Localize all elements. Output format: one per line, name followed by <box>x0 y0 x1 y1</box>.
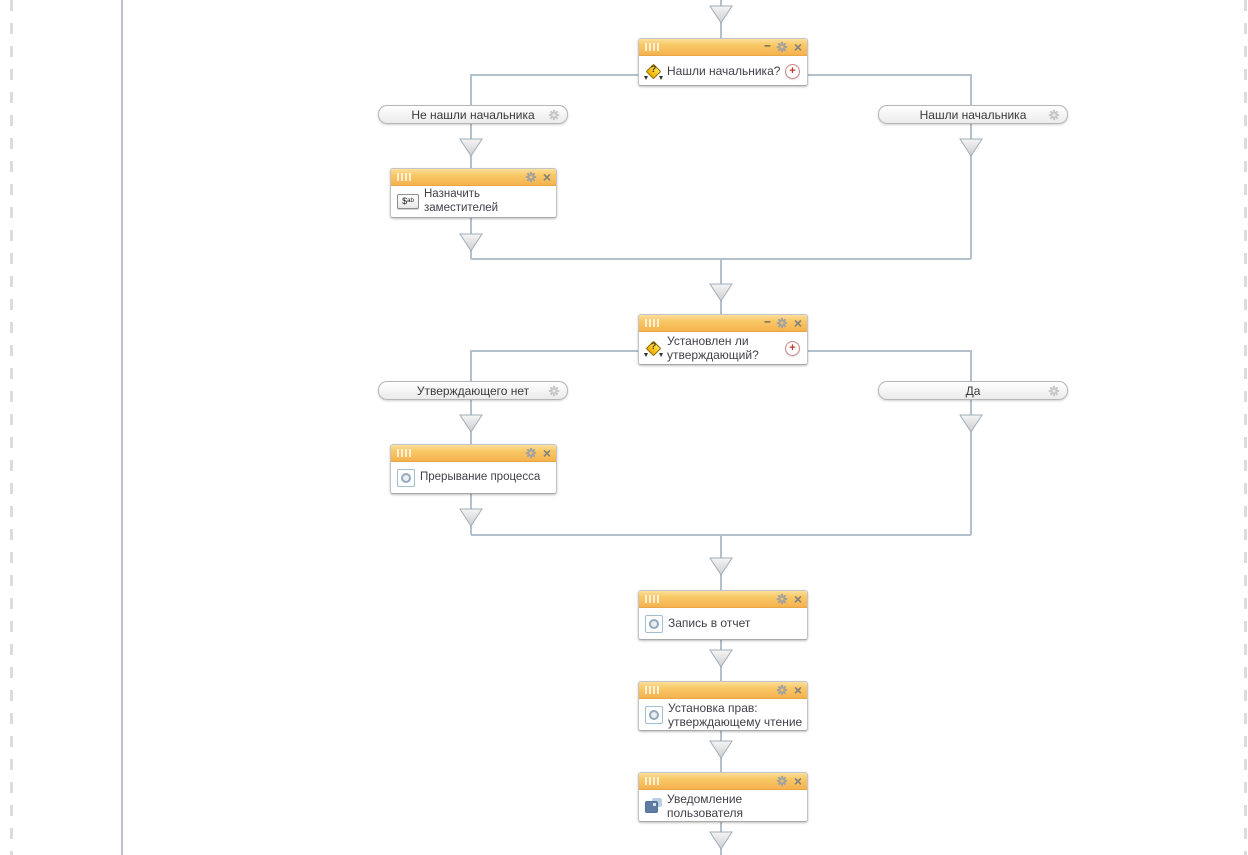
node-body: ? Нашли начальника? + <box>639 56 807 87</box>
add-connection-button[interactable]: + <box>785 340 800 356</box>
arrowhead-icon <box>709 283 733 302</box>
node-title: Установка прав: утверждающему чтение <box>668 701 803 730</box>
drag-grip-icon[interactable] <box>397 173 412 181</box>
flow-node-interrupt-process[interactable]: × Прерывание процесса <box>390 444 557 494</box>
node-body: $ᵃᵇ Назначить заместителей <box>391 186 556 217</box>
connector-line <box>808 74 972 105</box>
decision-icon: ? <box>644 340 663 357</box>
close-button[interactable]: × <box>793 39 802 55</box>
gear-button[interactable] <box>1048 385 1060 397</box>
arrowhead-icon <box>459 233 483 252</box>
notification-icon <box>645 798 662 814</box>
node-titlebar[interactable]: × <box>391 445 556 462</box>
add-connection-button[interactable]: + <box>785 64 800 79</box>
arrowhead-icon <box>709 557 733 576</box>
node-titlebar[interactable]: – × <box>639 314 807 332</box>
node-title: Уведомление пользователя <box>667 792 743 821</box>
close-button[interactable]: × <box>542 169 551 185</box>
connector-label-no-approver[interactable]: Утверждающего нет <box>378 381 568 400</box>
close-button[interactable]: × <box>793 773 802 789</box>
connector-label-no-boss-found[interactable]: Не нашли начальника <box>378 105 568 124</box>
arrowhead-icon <box>959 138 983 157</box>
arrowhead-icon <box>709 740 733 759</box>
script-icon: $ᵃᵇ <box>397 194 419 210</box>
node-titlebar[interactable]: × <box>391 169 556 186</box>
drag-grip-icon[interactable] <box>645 595 660 603</box>
drag-grip-icon[interactable] <box>397 449 412 457</box>
flow-node-set-rights[interactable]: × Установка прав: утверждающему чтение <box>638 681 808 731</box>
node-titlebar[interactable]: – × <box>639 38 807 56</box>
drag-grip-icon[interactable] <box>645 319 660 327</box>
close-button[interactable]: × <box>793 315 802 331</box>
gear-button[interactable] <box>525 447 537 459</box>
minimize-button[interactable]: – <box>764 314 771 328</box>
arrowhead-icon <box>459 414 483 433</box>
minimize-button[interactable]: – <box>764 38 771 52</box>
drag-grip-icon[interactable] <box>645 686 660 694</box>
connector-label-boss-found[interactable]: Нашли начальника <box>878 105 1068 124</box>
decision-icon: ? <box>644 63 663 80</box>
node-body: ? Установлен ли утверждающий? + <box>639 332 807 364</box>
canvas-edge-line <box>121 0 123 855</box>
connector-label-text: Да <box>965 383 981 398</box>
node-body: Уведомление пользователя <box>639 790 807 822</box>
arrowhead-icon <box>709 831 733 850</box>
close-button[interactable]: × <box>793 591 802 607</box>
flow-node-notify-user[interactable]: × Уведомление пользователя <box>638 772 808 822</box>
connector-label-text: Не нашли начальника <box>411 107 535 122</box>
gear-button[interactable] <box>776 775 788 787</box>
flow-node-assign-deputies[interactable]: × $ᵃᵇ Назначить заместителей <box>390 168 557 218</box>
node-body: Прерывание процесса <box>391 462 556 493</box>
operation-icon <box>645 614 663 633</box>
arrowhead-icon <box>709 5 733 24</box>
gear-button[interactable] <box>776 684 788 696</box>
node-titlebar[interactable]: × <box>639 773 807 790</box>
node-title: Нашли начальника? <box>667 64 781 79</box>
arrowhead-icon <box>459 138 483 157</box>
operation-icon <box>397 468 415 487</box>
node-title: Назначить заместителей <box>424 188 499 214</box>
node-body: Установка прав: утверждающему чтение <box>639 699 807 731</box>
drag-grip-icon[interactable] <box>645 777 660 785</box>
gear-button[interactable] <box>548 385 560 397</box>
close-button[interactable]: × <box>793 682 802 698</box>
flow-node-approver-set[interactable]: – × ? Установлен ли утверждающий? + <box>638 314 808 365</box>
connector-line <box>470 74 638 105</box>
connector-label-text: Нашли начальника <box>919 107 1027 122</box>
connector-label-yes[interactable]: Да <box>878 381 1068 400</box>
page-boundary-dashed-line-left <box>10 0 13 855</box>
gear-button[interactable] <box>776 41 788 53</box>
gear-button[interactable] <box>548 109 560 121</box>
page-boundary-dashed-line-right <box>1244 0 1247 855</box>
connector-label-text: Утверждающего нет <box>416 383 530 398</box>
gear-button[interactable] <box>525 171 537 183</box>
node-titlebar[interactable]: × <box>639 682 807 699</box>
flow-node-find-boss[interactable]: – × ? Нашли начальника? + <box>638 38 808 86</box>
gear-button[interactable] <box>1048 109 1060 121</box>
gear-button[interactable] <box>776 317 788 329</box>
connector-line <box>470 350 638 381</box>
flow-node-write-report[interactable]: × Запись в отчет <box>638 590 808 640</box>
connector-line <box>808 350 972 381</box>
node-title: Установлен ли утверждающий? <box>667 334 759 363</box>
gear-button[interactable] <box>776 593 788 605</box>
arrowhead-icon <box>959 414 983 433</box>
close-button[interactable]: × <box>542 445 551 461</box>
node-titlebar[interactable]: × <box>639 591 807 608</box>
node-title: Запись в отчет <box>668 616 751 631</box>
arrowhead-icon <box>709 649 733 668</box>
node-title: Прерывание процесса <box>420 470 541 483</box>
operation-icon <box>645 706 663 725</box>
drag-grip-icon[interactable] <box>645 43 660 51</box>
arrowhead-icon <box>459 508 483 527</box>
node-body: Запись в отчет <box>639 608 807 639</box>
